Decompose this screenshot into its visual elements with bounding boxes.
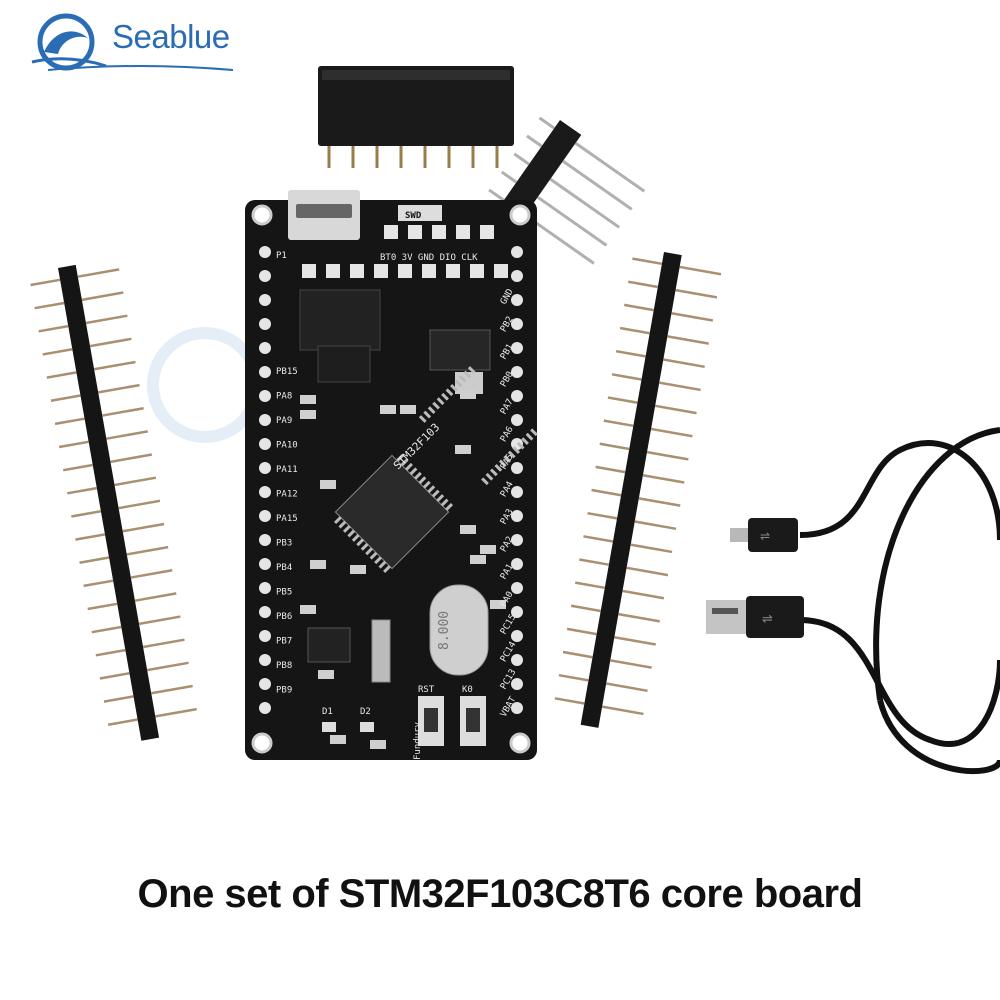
stm32-board: SWD BT0 3V GND DIO CLK P1 STM32F103 8.00… — [245, 190, 538, 760]
bottom-label: Fundury — [413, 721, 423, 760]
left-pin-label: PA8 — [276, 392, 292, 402]
seablue-logo: Seablue — [28, 10, 238, 80]
left-pin-label: PA11 — [276, 465, 298, 475]
left-pin-label: PB8 — [276, 661, 292, 671]
brand-underline — [47, 65, 234, 71]
crystal — [429, 584, 489, 676]
reset-label: RST — [418, 685, 435, 695]
mcu-chip — [334, 366, 538, 574]
left-pin-label: PA10 — [276, 441, 298, 451]
left-pin-label: PB9 — [276, 686, 292, 696]
left-pin-label: PB3 — [276, 539, 292, 549]
left-pin-label: PA15 — [276, 514, 298, 524]
product-scene: Seablue — [30, 66, 1000, 775]
left-pin-label: PB7 — [276, 637, 292, 647]
reset-button: RST — [418, 685, 444, 746]
svg-text:D2: D2 — [360, 707, 371, 717]
caption: One set of STM32F103C8T6 core board — [137, 872, 863, 916]
left-pin-label: PA9 — [276, 416, 292, 426]
user-key-label: K0 — [462, 685, 473, 695]
usb-a-plug — [706, 600, 746, 634]
crystal-label: 8.000 — [437, 611, 452, 650]
left-pin-label: PB6 — [276, 612, 292, 622]
left-pin-label: PB15 — [276, 367, 298, 377]
svg-text:⇌: ⇌ — [762, 612, 773, 627]
user-key-button: K0 — [460, 685, 486, 746]
regulator — [429, 329, 491, 371]
swd-pin-labels: BT0 3V GND DIO CLK — [380, 253, 478, 263]
left-pin-label: PB4 — [276, 563, 292, 573]
svg-text:D1: D1 — [322, 707, 333, 717]
swd-label: SWD — [405, 211, 422, 221]
brand-name: Seablue — [112, 18, 230, 55]
micro-usb-plug — [730, 528, 748, 542]
svg-text:⇌: ⇌ — [760, 529, 770, 543]
left-pin-label: PB5 — [276, 588, 292, 598]
p1-label: P1 — [276, 251, 287, 261]
female-header — [318, 66, 514, 168]
usb-cable: ⇌ ⇌ — [706, 427, 1000, 775]
right-pin-header — [554, 252, 722, 728]
left-pin-label: PA12 — [276, 490, 298, 500]
left-pin-header — [30, 264, 197, 741]
